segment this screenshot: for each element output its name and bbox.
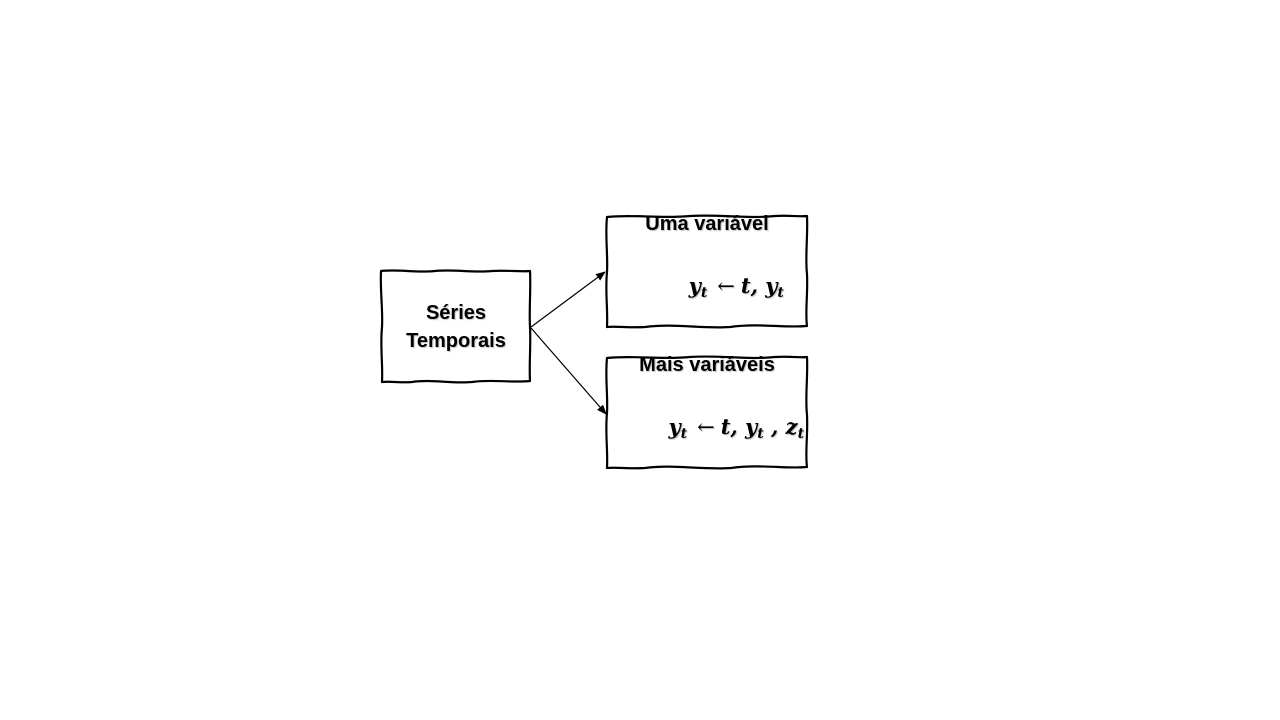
formula-2-lhs: y: [668, 413, 681, 439]
root-label-line-1: Séries: [425, 301, 487, 324]
formula-1-arrow: ←: [717, 273, 735, 298]
branch-1-formula: yt←t, yt: [630, 238, 784, 334]
arrow-to-uma-variavel: [530, 271, 606, 328]
root-node-border: [379, 269, 532, 384]
formula-1-rhs-term-1: t: [740, 272, 751, 298]
formula-2-lhs-sub: t: [680, 425, 688, 442]
root-label-line-2: Temporais: [406, 329, 506, 352]
branch-2-border: [605, 355, 809, 470]
arrow-to-mais-variaveis: [530, 327, 607, 415]
formula-1-rhs-term-2-sub: t: [777, 284, 784, 301]
formula-2-rhs-term-2: y: [745, 413, 758, 439]
branch-node-uma-variavel: Uma variável yt←t, yt: [605, 213, 809, 329]
formula-2-rhs-sep-1: ,: [730, 413, 746, 439]
root-node-series-temporais: Séries Temporais: [379, 269, 532, 384]
formula-2-rhs-term-2-sub: t: [757, 425, 764, 442]
formula-2-rhs-term-3-sub: t: [797, 425, 805, 442]
branch-1-title: Uma variável: [645, 212, 769, 235]
formula-1-rhs-term-2: y: [765, 272, 778, 298]
formula-1-rhs-sep-1: ,: [750, 272, 766, 298]
formula-2-rhs-sep-2: ,: [763, 413, 786, 439]
formula-2-rhs-term-3: z: [785, 413, 798, 439]
formula-2-arrow: ←: [697, 414, 715, 439]
branch-2-formula: yt←t, yt , zt: [610, 379, 804, 475]
formula-2-rhs-term-1: t: [720, 413, 731, 439]
branch-1-border: [605, 214, 809, 329]
branch-2-title: Mais variáveis: [639, 353, 775, 376]
formula-1-lhs: y: [688, 272, 701, 298]
formula-1-lhs-sub: t: [700, 284, 708, 301]
branch-node-mais-variaveis: Mais variáveis yt←t, yt , zt: [605, 354, 809, 470]
